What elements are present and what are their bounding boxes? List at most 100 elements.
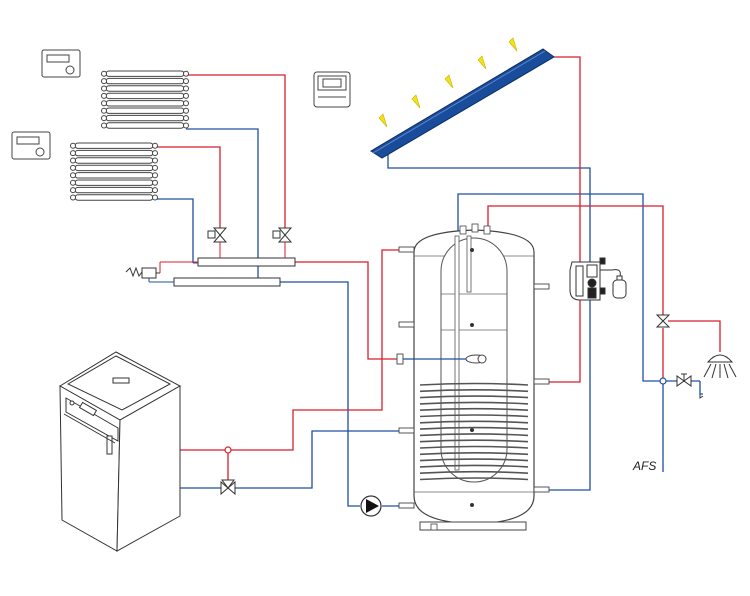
radiator-section xyxy=(105,77,185,85)
controller-icon xyxy=(313,71,351,108)
three-way-valve-icon xyxy=(207,227,228,243)
return-pipe-lower-radiator xyxy=(156,198,194,263)
radiator-section xyxy=(74,149,154,157)
shower-icon xyxy=(703,354,737,379)
radiator-cap xyxy=(70,157,76,164)
return-pipe-solar xyxy=(387,152,591,491)
pump-icon xyxy=(360,495,382,517)
thermostat-icon xyxy=(11,131,51,160)
cold-water-inlet-label: AFS xyxy=(633,459,657,473)
radiator-cap xyxy=(183,85,189,92)
coil-turn xyxy=(419,382,529,386)
radiator-section xyxy=(74,194,154,201)
coil-turn xyxy=(419,452,529,456)
coil-turn xyxy=(419,395,529,399)
radiator-cap xyxy=(101,115,107,122)
coil-turn xyxy=(419,426,529,430)
radiator-cap xyxy=(152,187,158,194)
hot-water-pipe xyxy=(487,205,664,315)
radiator-cap xyxy=(70,164,76,171)
radiator-cap xyxy=(101,78,107,85)
radiator-icon xyxy=(70,142,158,201)
expansion-vessel-icon xyxy=(611,269,627,299)
return-pipe-boiler xyxy=(180,430,414,489)
radiator-section xyxy=(74,142,154,149)
pipe-junction xyxy=(224,446,232,454)
radiator-section xyxy=(74,179,154,186)
coil-turn xyxy=(419,464,529,468)
coil-turn xyxy=(419,407,529,411)
thermostat-icon xyxy=(41,49,81,78)
radiator-cap xyxy=(152,142,158,149)
three-way-valve-icon xyxy=(272,227,293,243)
radiator-section xyxy=(74,172,154,179)
coil-turn xyxy=(419,458,529,462)
radiator-section xyxy=(74,157,154,164)
storage-tank-icon xyxy=(413,223,535,531)
radiator-cap xyxy=(183,100,189,107)
coil-turn xyxy=(419,470,529,474)
radiator-cap xyxy=(101,100,107,107)
coil-turn xyxy=(419,433,529,437)
radiator-cap xyxy=(101,70,107,77)
radiator-cap xyxy=(152,150,158,157)
sun-ray-icon xyxy=(411,94,421,109)
tank-connections xyxy=(396,246,550,509)
radiator-cap xyxy=(152,164,158,171)
radiator-cap xyxy=(183,115,189,122)
radiator-cap xyxy=(183,78,189,85)
radiator-cap xyxy=(70,179,76,186)
radiator-cap xyxy=(183,92,189,99)
radiator-section xyxy=(105,92,185,100)
radiator-cap xyxy=(183,122,189,129)
pipe-junction xyxy=(659,377,667,385)
sun-rays xyxy=(378,37,518,128)
coil-turn xyxy=(419,389,529,393)
supply-pipe-lower-radiator xyxy=(156,146,221,231)
radiator-section xyxy=(105,107,185,114)
radiator-icon xyxy=(101,70,189,129)
radiator-cap xyxy=(183,107,189,114)
radiator-cap xyxy=(70,172,76,179)
radiator-section xyxy=(74,164,154,172)
coil-turn xyxy=(419,445,529,449)
radiator-cap xyxy=(101,85,107,92)
sun-ray-icon xyxy=(508,37,518,52)
supply-pipes xyxy=(156,56,721,480)
supply-pipe-upper-radiator xyxy=(186,74,286,231)
supply-pipe-tank-manifold xyxy=(295,261,400,360)
return-pipe-upper-radiator xyxy=(186,128,259,278)
return-pipe-manifold-pump xyxy=(280,281,360,507)
radiator-section xyxy=(74,186,154,194)
radiator-cap xyxy=(70,194,76,201)
supply-manifold xyxy=(197,257,296,267)
solar-pump-station-icon xyxy=(569,257,612,301)
radiator-cap xyxy=(152,172,158,179)
radiator-cap xyxy=(101,92,107,99)
radiator-cap xyxy=(152,179,158,186)
coil-turn xyxy=(419,477,529,481)
radiator-cap xyxy=(70,142,76,149)
heating-manifold xyxy=(173,242,296,287)
radiator-cap xyxy=(70,187,76,194)
supply-pipe-solar xyxy=(534,56,581,383)
radiator-cap xyxy=(101,107,107,114)
boiler-icon xyxy=(59,351,182,552)
radiator-cap xyxy=(183,70,189,77)
safety-valve-icon xyxy=(125,261,198,283)
solar-panel-icon xyxy=(370,48,555,159)
drain-valve-icon xyxy=(676,373,704,399)
coil-turn xyxy=(419,439,529,443)
return-manifold xyxy=(173,277,281,287)
radiator-section xyxy=(105,114,185,122)
sun-ray-icon xyxy=(477,55,487,70)
radiator-section xyxy=(105,100,185,107)
coil-turn xyxy=(419,401,529,405)
radiator-cap xyxy=(152,194,158,201)
cold-water-pipe xyxy=(457,193,664,472)
coil-turn xyxy=(419,420,529,424)
supply-pipe-boiler xyxy=(180,249,414,451)
radiator-section xyxy=(105,70,185,77)
radiator-section xyxy=(105,122,185,129)
